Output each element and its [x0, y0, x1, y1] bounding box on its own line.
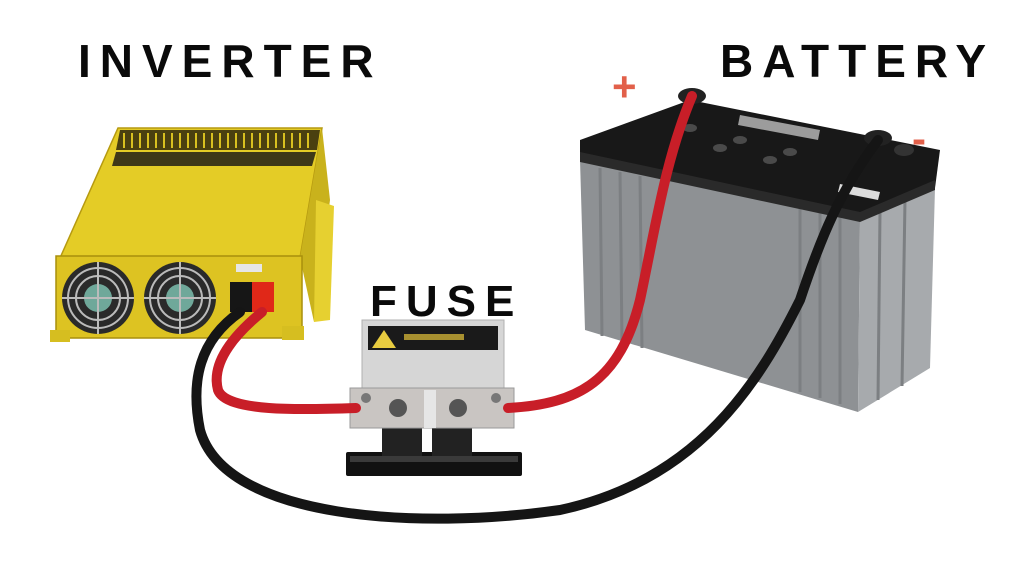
negative-cable — [191, 135, 883, 524]
positive-terminal-marker: + — [612, 63, 637, 110]
fan-icon — [144, 262, 216, 334]
negative-terminal-marker: - — [912, 115, 926, 162]
fan-icon — [62, 262, 134, 334]
inverter-illustration — [50, 127, 334, 342]
fuse-label: FUSE — [370, 277, 524, 326]
battery-label: BATTERY — [720, 35, 996, 87]
fuse-illustration — [346, 319, 522, 476]
inverter-label: INVERTER — [78, 35, 383, 87]
positive-cable — [211, 91, 697, 415]
